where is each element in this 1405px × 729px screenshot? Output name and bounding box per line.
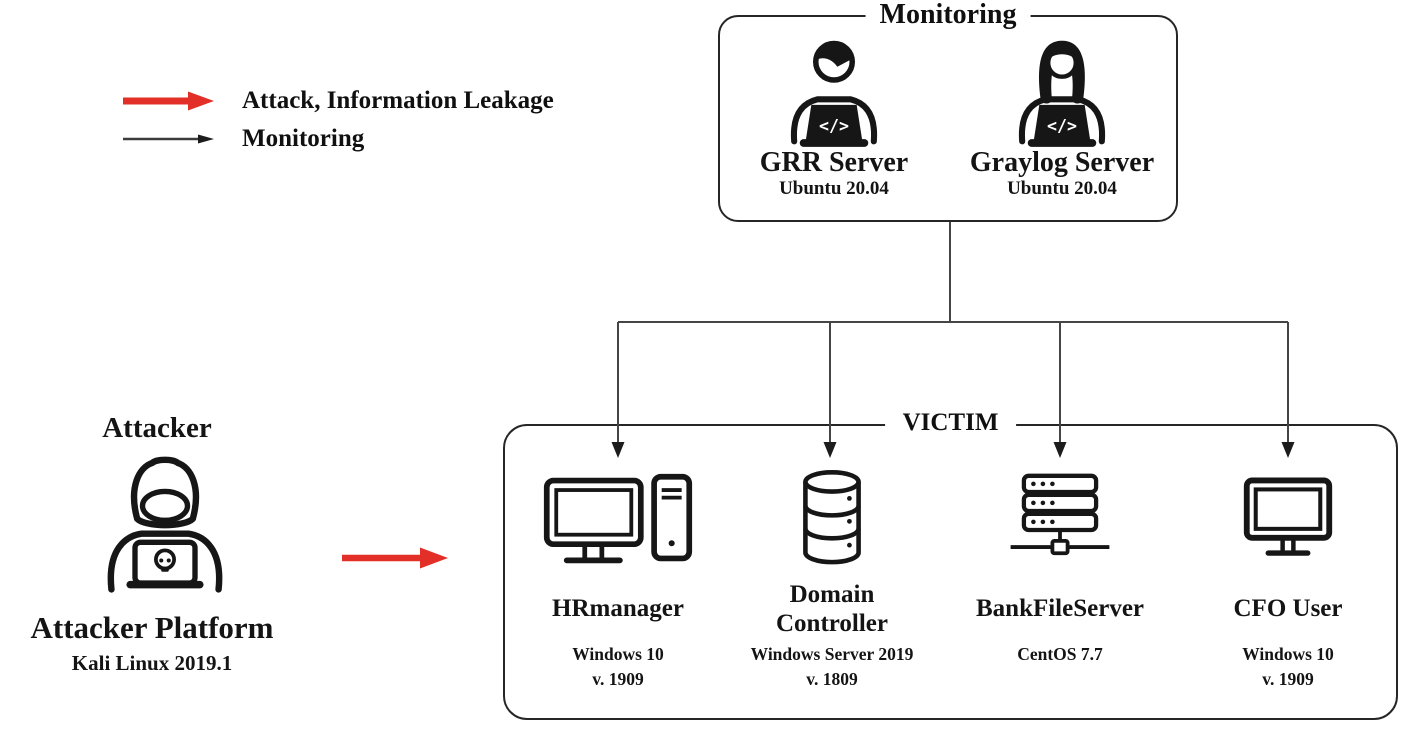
machine-cfo-user: CFO User Windows 10 v. 1909 bbox=[1198, 462, 1378, 693]
code-glyph: </> bbox=[819, 116, 849, 135]
code-glyph: </> bbox=[1047, 116, 1077, 135]
machine-bankfileserver: BankFileServer CentOS 7.7 bbox=[970, 462, 1150, 667]
machine-domain-controller: Domain Controller Windows Server 2019 v.… bbox=[742, 462, 922, 693]
female-developer-icon: </> bbox=[1018, 40, 1106, 147]
machine-version: v. 1909 bbox=[592, 669, 644, 690]
desktop-pc-icon bbox=[542, 462, 694, 576]
database-icon bbox=[788, 462, 876, 576]
monitoring-arrow-icon bbox=[123, 134, 214, 144]
machine-name: HRmanager bbox=[552, 595, 684, 623]
male-developer-icon: </> bbox=[790, 40, 878, 147]
machine-name: CFO User bbox=[1233, 595, 1343, 623]
monitoring-servers: </> GRR Server Ubuntu 20.04 </> Graylog … bbox=[720, 17, 1176, 200]
skull-icon bbox=[154, 548, 176, 572]
grr-server-name: GRR Server bbox=[759, 147, 909, 178]
machine-name: BankFileServer bbox=[975, 595, 1145, 623]
machine-version: v. 1809 bbox=[806, 669, 858, 690]
server-rack-icon bbox=[1001, 462, 1119, 576]
legend-attack-label: Attack, Information Leakage bbox=[242, 87, 554, 114]
monitoring-box-title: Monitoring bbox=[865, 0, 1031, 31]
graylog-server-os: Ubuntu 20.04 bbox=[1007, 178, 1117, 200]
legend: Attack, Information Leakage Monitoring bbox=[120, 82, 554, 158]
victim-box-title: VICTIM bbox=[884, 409, 1017, 437]
workstation-monitor-icon bbox=[1236, 462, 1340, 576]
attacker-platform-label: Attacker Platform bbox=[30, 610, 274, 645]
victim-group-box: VICTIM bbox=[503, 409, 1398, 720]
machine-os: Windows Server 2019 bbox=[750, 644, 914, 664]
machine-hrmanager: HRmanager Windows 10 v. 1909 bbox=[528, 462, 708, 693]
grr-server: </> GRR Server Ubuntu 20.04 bbox=[720, 33, 948, 200]
attacker-title: Attacker bbox=[102, 412, 212, 444]
machine-os: Windows 10 bbox=[572, 644, 664, 664]
attacker-platform-os: Kali Linux 2019.1 bbox=[71, 651, 233, 675]
machine-os: CentOS 7.7 bbox=[1017, 644, 1103, 664]
machine-version: v. 1909 bbox=[1262, 669, 1314, 690]
grr-server-os: Ubuntu 20.04 bbox=[779, 178, 889, 200]
graylog-server-name: Graylog Server bbox=[969, 147, 1155, 178]
monitoring-group-box: Monitoring </> GRR Server Ubuntu 20.04 bbox=[718, 0, 1178, 222]
machine-os: Windows 10 bbox=[1242, 644, 1334, 664]
graylog-server: </> Graylog Server Ubuntu 20.04 bbox=[948, 33, 1176, 200]
attack-arrow-icon bbox=[123, 91, 214, 111]
hooded-hacker-icon bbox=[90, 450, 240, 596]
machine-name: Domain Controller bbox=[775, 580, 888, 638]
attack-arrow bbox=[342, 547, 448, 569]
legend-monitoring-label: Monitoring bbox=[242, 125, 365, 152]
